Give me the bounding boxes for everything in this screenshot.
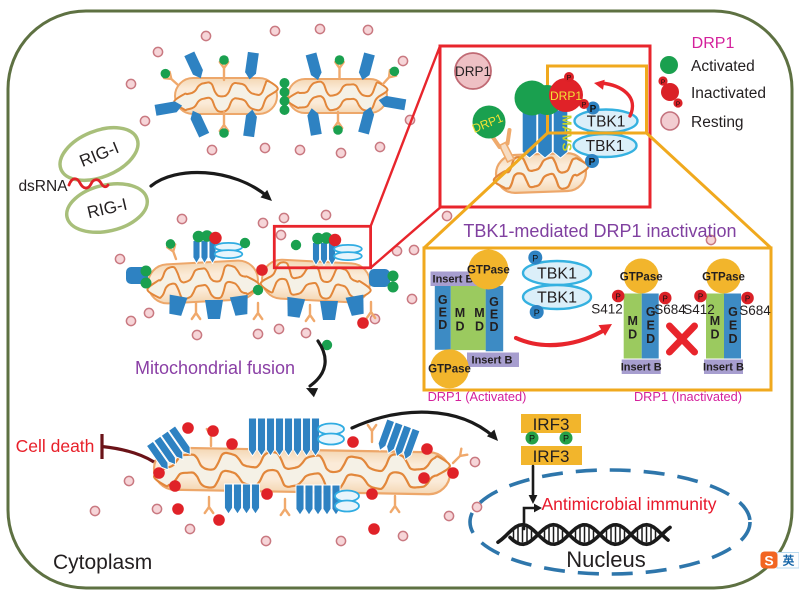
svg-text:S684: S684 [739, 303, 771, 318]
svg-text:G: G [646, 305, 656, 319]
svg-text:DRP1 (Activated): DRP1 (Activated) [428, 389, 527, 404]
svg-text:D: D [728, 332, 737, 346]
svg-text:英: 英 [782, 554, 795, 568]
svg-text:P: P [567, 75, 572, 82]
svg-text:P: P [661, 79, 665, 86]
svg-text:D: D [489, 320, 498, 334]
svg-text:P: P [589, 157, 596, 168]
svg-text:E: E [729, 319, 737, 333]
svg-text:P: P [582, 102, 587, 109]
svg-text:E: E [490, 308, 498, 322]
svg-text:GTPase: GTPase [428, 364, 471, 376]
svg-text:GTPase: GTPase [467, 265, 510, 277]
svg-text:Antimicrobial immunity: Antimicrobial immunity [541, 494, 716, 514]
svg-text:E: E [647, 319, 655, 333]
svg-text:M: M [455, 306, 465, 320]
svg-text:DRP1: DRP1 [455, 64, 491, 79]
svg-text:P: P [563, 434, 569, 444]
svg-text:DRP1: DRP1 [550, 89, 582, 103]
svg-text:IRF3: IRF3 [533, 447, 570, 466]
svg-text:TBK1-mediated DRP1 inactivatio: TBK1-mediated DRP1 inactivation [463, 221, 736, 241]
svg-text:G: G [438, 293, 448, 307]
svg-text:S412: S412 [683, 302, 715, 317]
svg-text:TBK1: TBK1 [537, 266, 577, 283]
svg-text:P: P [676, 101, 680, 108]
svg-text:D: D [455, 320, 464, 334]
svg-text:S684: S684 [654, 302, 686, 317]
svg-text:M: M [474, 306, 484, 320]
svg-text:M: M [627, 314, 637, 328]
svg-text:P: P [745, 295, 750, 304]
svg-text:Insert B: Insert B [621, 362, 662, 374]
svg-text:IRF3: IRF3 [533, 415, 570, 434]
svg-text:G: G [728, 305, 738, 319]
svg-text:TBK1: TBK1 [537, 290, 577, 307]
svg-text:Activated: Activated [691, 58, 755, 75]
svg-text:Insert B: Insert B [472, 355, 513, 367]
svg-text:DRP1: DRP1 [692, 35, 735, 52]
svg-text:Mitochondrial fusion: Mitochondrial fusion [135, 358, 295, 378]
svg-text:P: P [532, 254, 538, 264]
svg-text:Inactivated: Inactivated [691, 85, 766, 102]
svg-text:P: P [616, 293, 621, 302]
svg-text:Insert B: Insert B [433, 274, 474, 286]
svg-text:TBK1: TBK1 [587, 114, 626, 131]
svg-text:M: M [710, 314, 720, 328]
svg-text:GTPase: GTPase [702, 272, 745, 284]
svg-text:Resting: Resting [691, 114, 744, 131]
svg-text:G: G [489, 295, 499, 309]
svg-text:P: P [663, 295, 668, 304]
svg-text:P: P [590, 104, 597, 115]
svg-text:dsRNA: dsRNA [18, 178, 68, 195]
svg-text:D: D [628, 328, 637, 342]
svg-text:Insert B: Insert B [703, 362, 744, 374]
svg-text:DRP1 (Inactivated): DRP1 (Inactivated) [634, 389, 742, 404]
svg-text:Cytoplasm: Cytoplasm [53, 551, 152, 574]
svg-text:GTPase: GTPase [620, 272, 663, 284]
svg-text:S: S [764, 553, 773, 569]
svg-text:P: P [698, 293, 703, 302]
svg-text:D: D [646, 332, 655, 346]
svg-text:TBK1: TBK1 [586, 138, 625, 155]
svg-text:P: P [529, 434, 535, 444]
svg-text:D: D [710, 328, 719, 342]
svg-text:Nucleus: Nucleus [566, 547, 645, 572]
svg-text:Cell death: Cell death [16, 436, 95, 456]
svg-text:P: P [534, 308, 540, 318]
svg-text:S412: S412 [591, 302, 623, 317]
svg-text:E: E [439, 306, 447, 320]
svg-text:D: D [475, 320, 484, 334]
svg-text:D: D [438, 318, 447, 332]
